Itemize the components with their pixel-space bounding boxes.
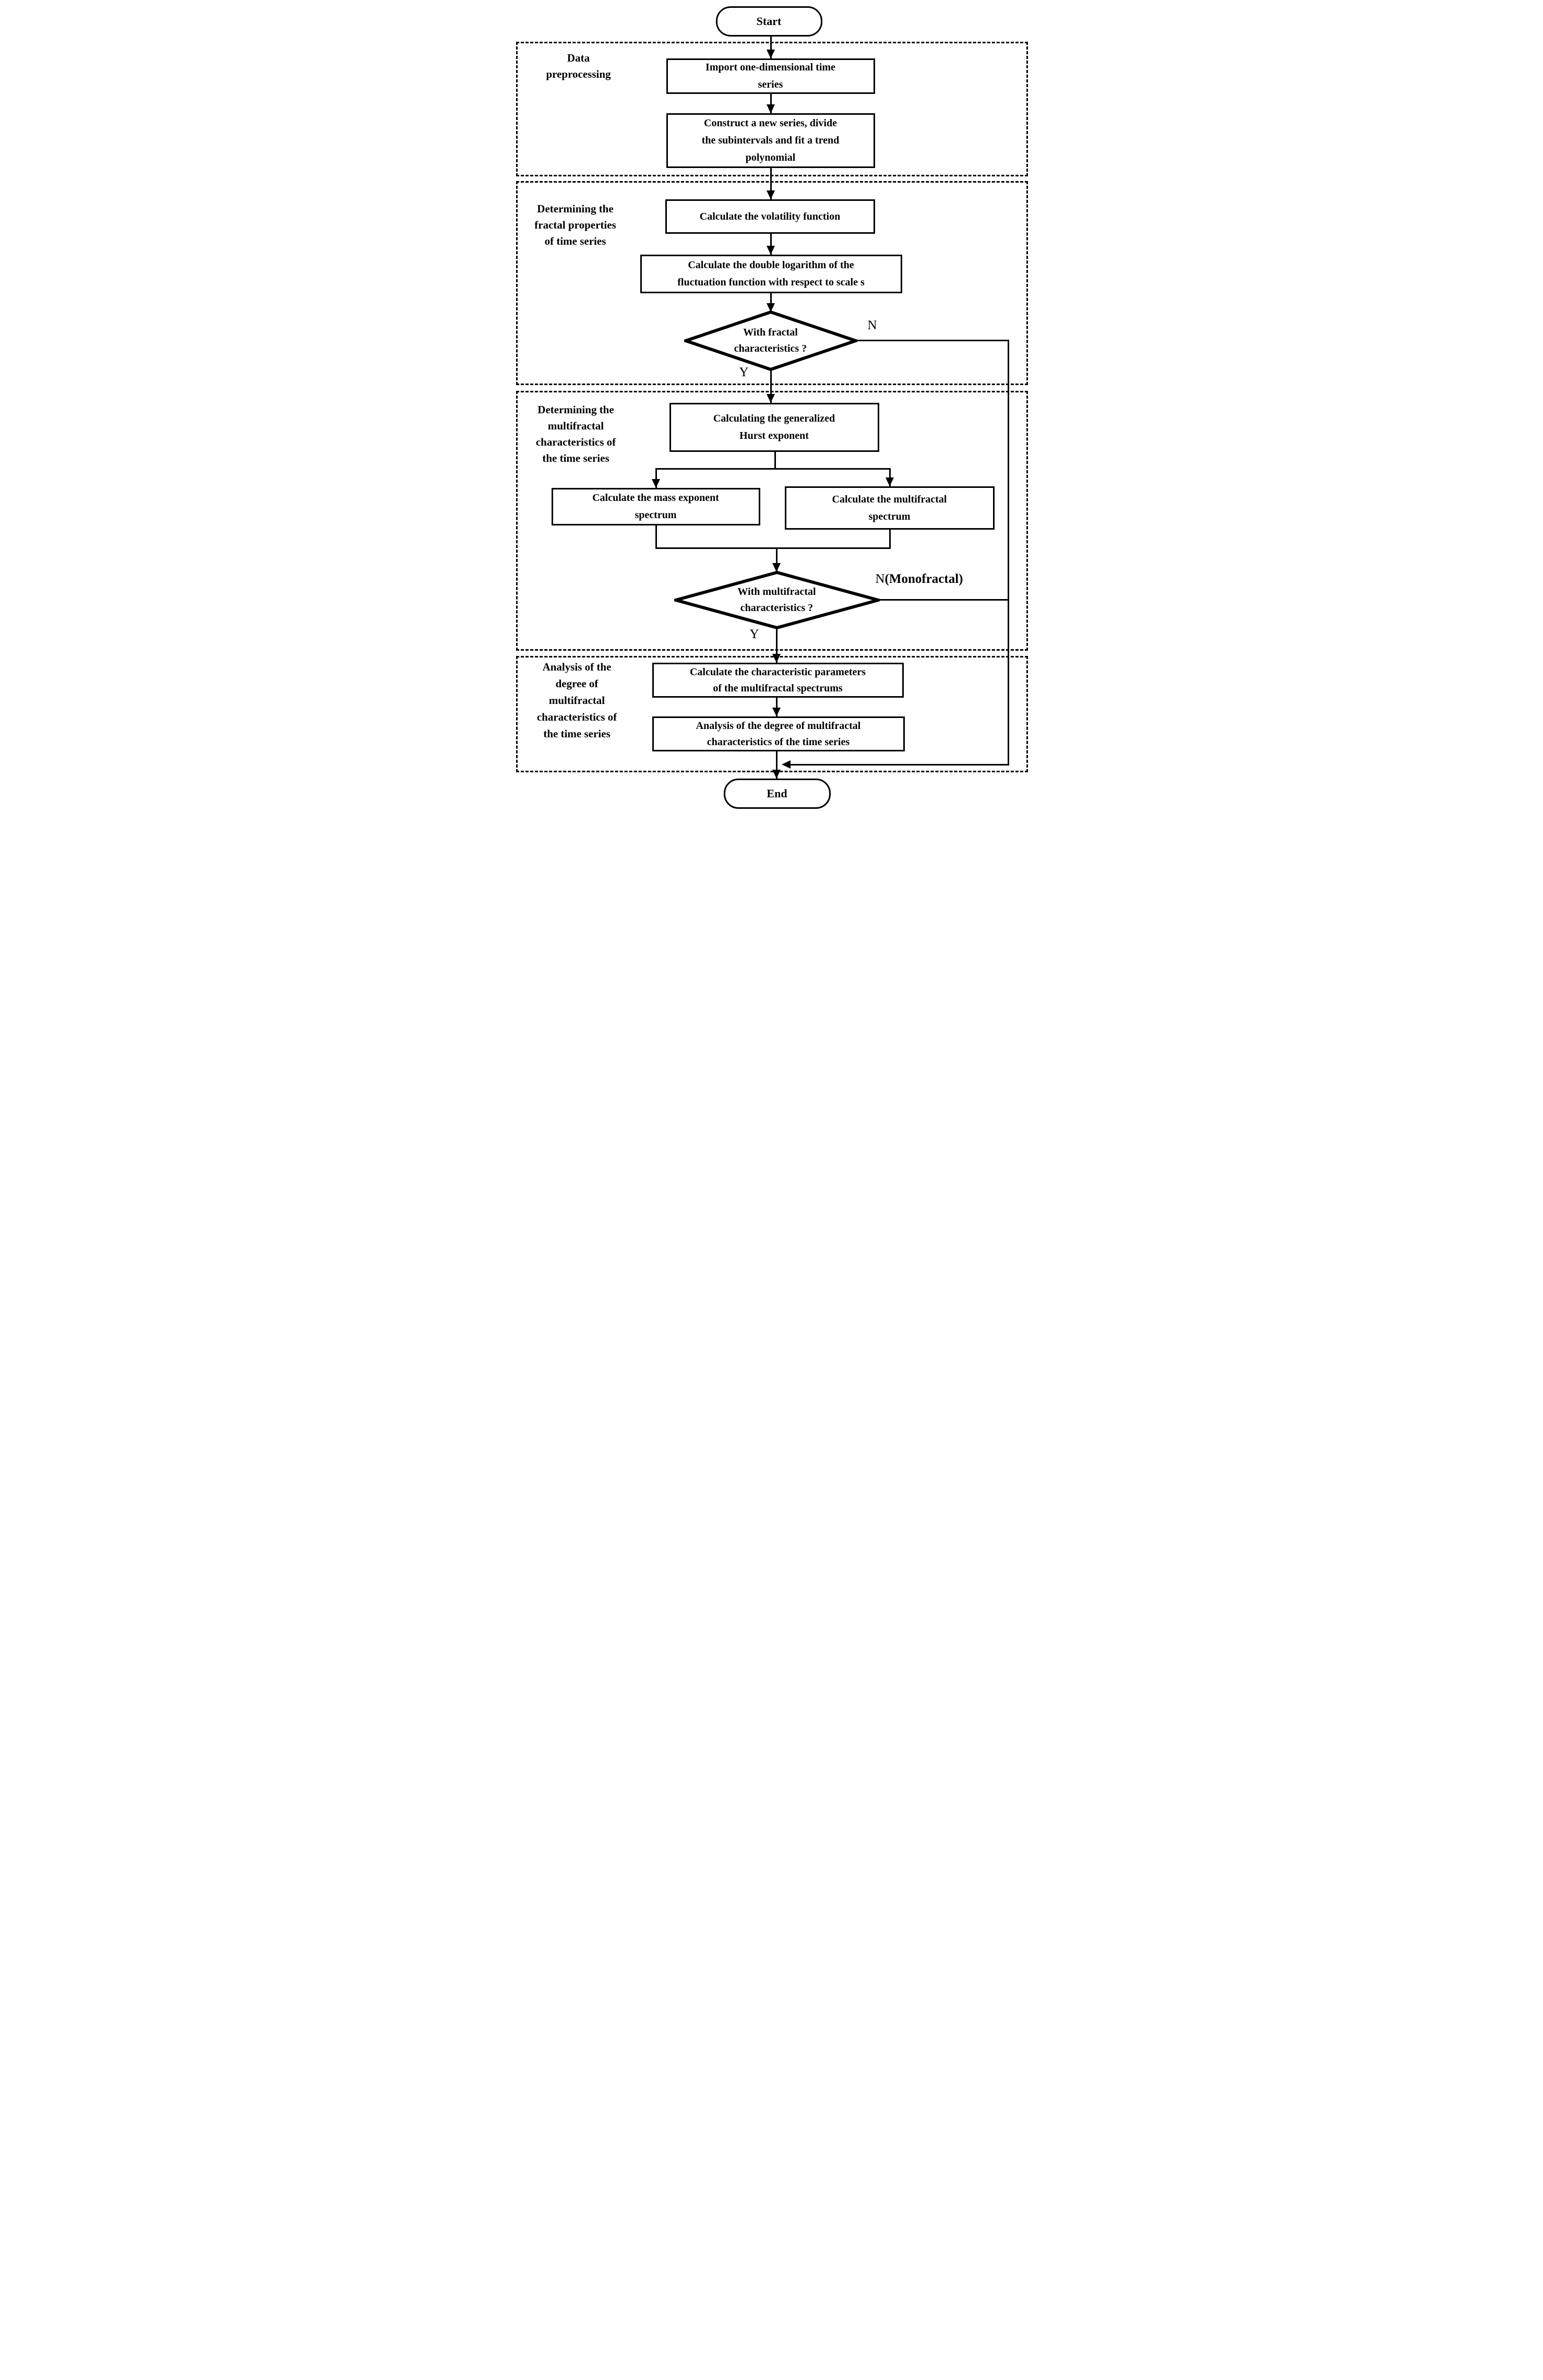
process-multifractal-spectrum: Calculate the multifractal spectrum: [784, 486, 995, 530]
connector-mass-merge: [655, 525, 657, 549]
section-1-label: Data preprocessing: [546, 52, 611, 80]
connector-no2-horizontal: [878, 599, 1009, 601]
decision-fractal-text: With fractal characteristics ?: [734, 327, 807, 354]
arrowhead-into-decision1: [766, 303, 775, 312]
connector-merge-horizontal: [655, 547, 891, 549]
connector-split-multispectrum: [889, 468, 891, 486]
section-3-label: Determining the multifractal characteris…: [535, 403, 616, 464]
connector-parameters-analysis: [775, 698, 778, 716]
process-volatility-function: Calculate the volatility function: [665, 199, 875, 234]
arrowhead-return-merge: [781, 760, 791, 769]
process-degree-analysis: Analysis of the degree of multifractal c…: [652, 716, 905, 751]
arrowhead-into-doublelog: [766, 246, 775, 255]
section-3-border: [516, 391, 1028, 651]
end-label: End: [767, 787, 787, 800]
arrowhead-into-analysis: [772, 708, 781, 716]
arrowhead-into-volatility: [766, 190, 775, 199]
connector-multispectrum-merge: [889, 530, 891, 549]
label-no-monofractal: N(Monofractal): [875, 572, 963, 586]
arrowhead-into-parameters: [772, 654, 781, 663]
process-mass-exponent-spectrum: Calculate the mass exponent spectrum: [551, 488, 760, 525]
connector-no1-horizontal: [856, 340, 1009, 341]
decision-fractal: With fractal characteristics ?: [684, 310, 857, 371]
arrowhead-into-multispectrum: [885, 477, 894, 486]
section-4-border: [516, 656, 1028, 772]
arrowhead-into-mass: [651, 479, 660, 488]
connector-return-horizontal: [789, 764, 1009, 766]
start-terminator: Start: [715, 6, 822, 37]
arrowhead-into-construct: [766, 104, 775, 113]
decision-fractal-shape: [684, 310, 857, 371]
connector-merge-decision2: [775, 547, 778, 572]
arrowhead-into-decision2: [772, 563, 781, 572]
section-1-border: [516, 42, 1028, 176]
section-2-border: [516, 181, 1028, 385]
connector-analysis-end: [775, 751, 778, 779]
label-yes-multifractal: Y: [749, 627, 759, 641]
arrowhead-into-end: [772, 770, 781, 779]
label-yes-fractal: Y: [739, 365, 749, 379]
process-double-logarithm: Calculate the double logarithm of the fl…: [640, 255, 902, 293]
connector-split-horizontal: [655, 468, 891, 470]
label-no-fractal: N: [867, 318, 877, 332]
arrowhead-into-import: [766, 50, 775, 58]
connector-start-import: [770, 37, 772, 58]
connector-import-construct: [770, 94, 772, 113]
section-4-label: Analysis of the degree of multifractal c…: [536, 661, 617, 740]
process-construct-series: Construct a new series, divide the subin…: [666, 113, 875, 168]
process-hurst-exponent: Calculating the generalized Hurst expone…: [669, 403, 879, 452]
connector-volatility-doublelog: [770, 234, 772, 255]
decision-multifractal: With multifractal characteristics ?: [674, 571, 880, 629]
connector-construct-volatility: [770, 168, 772, 199]
process-characteristic-parameters: Calculate the characteristic parameters …: [652, 663, 904, 698]
connector-doublelog-decision1: [770, 293, 772, 312]
start-label: Start: [756, 15, 782, 28]
arrowhead-into-hurst: [766, 394, 775, 403]
end-terminator: End: [723, 779, 831, 809]
decision-multifractal-text: With multifractal characteristics ?: [737, 586, 816, 614]
connector-hurst-split: [774, 452, 776, 470]
connector-return-vertical: [1007, 340, 1009, 766]
connector-split-mass: [655, 468, 657, 488]
flowchart-canvas: Data preprocessing Determining the fract…: [504, 0, 1039, 824]
connector-decision2-parameters: [775, 628, 778, 663]
process-import-series: Import one-dimensional time series: [666, 58, 875, 94]
connector-decision1-hurst: [770, 370, 772, 403]
section-2-label: Determining the fractal properties of ti…: [534, 202, 616, 247]
